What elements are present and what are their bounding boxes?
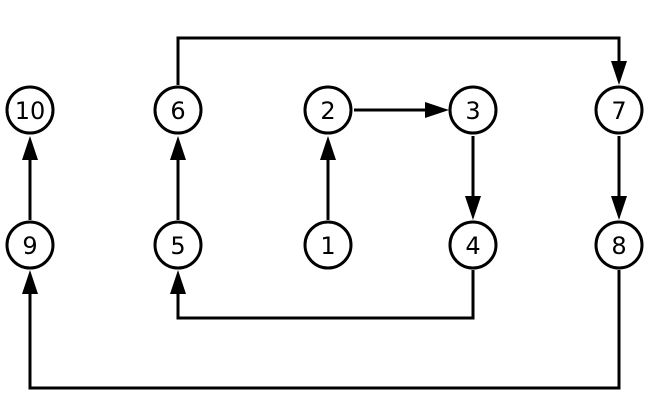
arrowhead-8-to-9 [22, 270, 38, 294]
node-label: 1 [320, 232, 335, 260]
arrowhead-3-to-4 [465, 196, 481, 220]
node-label: 2 [320, 97, 335, 125]
arrowhead-9-to-10 [22, 136, 38, 160]
node-1: 1 [303, 220, 353, 270]
arrowhead-2-to-3 [425, 102, 449, 118]
node-label: 4 [465, 232, 480, 260]
node-6: 6 [153, 85, 203, 135]
node-label: 9 [22, 232, 37, 260]
node-label: 6 [170, 97, 185, 125]
arrowhead-7-to-8 [611, 196, 627, 220]
edge-6-to-7 [176, 36, 621, 85]
arrowhead-6-to-7 [611, 61, 627, 85]
arrowhead-5-to-6 [170, 136, 186, 160]
node-label: 5 [170, 232, 185, 260]
node-10: 10 [5, 85, 55, 135]
node-4: 4 [448, 220, 498, 270]
node-label: 8 [611, 232, 626, 260]
edge-4-to-5 [176, 270, 475, 320]
arrowhead-1-to-2 [320, 136, 336, 160]
edges [22, 36, 627, 390]
node-5: 5 [153, 220, 203, 270]
node-7: 7 [594, 85, 644, 135]
arrowhead-4-to-5 [170, 270, 186, 294]
node-2: 2 [303, 85, 353, 135]
node-9: 9 [5, 220, 55, 270]
node-8: 8 [594, 220, 644, 270]
edge-8-to-9 [28, 270, 621, 390]
node-3: 3 [448, 85, 498, 135]
node-label: 10 [15, 97, 46, 125]
node-label: 3 [465, 97, 480, 125]
node-label: 7 [611, 97, 626, 125]
nodes: 10 6 2 3 7 9 5 1 [5, 85, 644, 270]
